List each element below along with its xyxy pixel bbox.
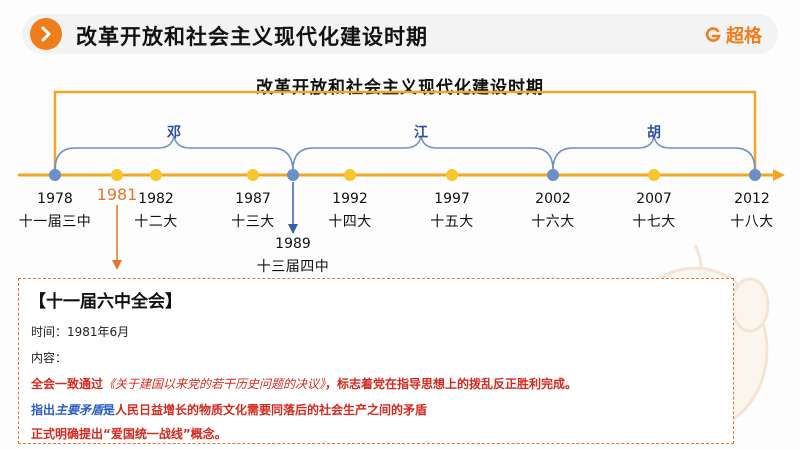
node-2007 [648,169,660,181]
info-line-3: 正式明确提出“爱国统一战线”概念。 [31,427,227,441]
session-label: 十一届三中 [18,214,92,230]
timeline-top-bracket [53,90,757,172]
chevron-right-icon [30,18,62,50]
year-label: 1992 [332,191,368,207]
info-line2-prefix: 指出 [31,403,56,417]
info-line1-doc: 《关于建国以来党的若干历史问题的决议》 [103,377,326,391]
period-deng: 邓 [167,125,181,141]
session-label: 十七大 [632,214,676,230]
session-label: 十五大 [430,214,474,230]
info-line2-key: 主要矛盾 [55,403,104,417]
period-jiang: 江 [414,125,428,141]
session-label: 十四大 [328,214,372,230]
info-line1-prefix: 全会一致通过 [31,377,104,391]
info-time-value: 1981年6月 [67,325,130,339]
node-2002 [547,169,559,181]
node-1987 [247,169,259,181]
node-1981 [111,169,123,181]
year-label: 2002 [535,191,571,207]
brand-logo: 超格 [704,22,762,48]
brand-g-icon [705,27,721,42]
period-brace-deng [54,135,294,171]
session-label: 十二大 [134,214,178,230]
node-1997 [446,169,458,181]
info-line2-body: 人民日益增长的物质文化需要同落后的社会生产之间的矛盾 [115,403,428,417]
year-label: 2007 [636,191,672,207]
page-title: 改革开放和社会主义现代化建设时期 [76,25,428,49]
timeline-graphic [18,90,785,270]
info-line-1: 全会一致通过《关于建国以来党的若干历史问题的决议》，标志着党在指导思想上的拨乱反… [31,375,577,392]
session-label: 十三大 [231,214,275,230]
period-brace-hu [552,135,756,171]
session-label: 十六大 [531,214,575,230]
header-bar: 改革开放和社会主义现代化建设时期 超格 [22,14,778,54]
session-label: 十三届四中 [256,259,330,275]
brand-name: 超格 [726,26,762,47]
period-hu: 胡 [647,125,661,141]
info-line-2: 指出主要矛盾是人民日益增长的物质文化需要同落后的社会生产之间的矛盾 [31,401,427,418]
period-brace-jiang [292,135,554,171]
year-label: 1978 [37,191,73,207]
info-line1-suffix: ，标志着党在指导思想上的拨乱反正胜利完成。 [325,377,578,391]
node-1989 [287,169,299,181]
timeline-arrow-head [773,169,785,181]
year-label: 1997 [434,191,470,207]
info-content-label: 内容： [31,351,68,365]
info-line2-is: 是 [103,403,116,417]
info-title: 【十一届六中全会】 [29,292,182,312]
year-label: 1987 [235,191,271,207]
node-1982 [150,169,162,181]
node-1992 [344,169,356,181]
year-label: 1989 [275,236,311,252]
info-box: 【十一届六中全会】 时间：1981年6月 内容： 全会一致通过《关于建国以来党的… [18,278,734,444]
year-label-highlight: 1981 [96,185,138,204]
info-time: 时间：1981年6月 [31,323,129,340]
node-1978 [49,169,61,181]
info-time-label: 时间： [31,325,68,339]
year-label: 2012 [734,191,770,207]
node-2012 [749,169,761,181]
session-label: 十八大 [730,214,774,230]
year-label: 1982 [138,191,174,207]
